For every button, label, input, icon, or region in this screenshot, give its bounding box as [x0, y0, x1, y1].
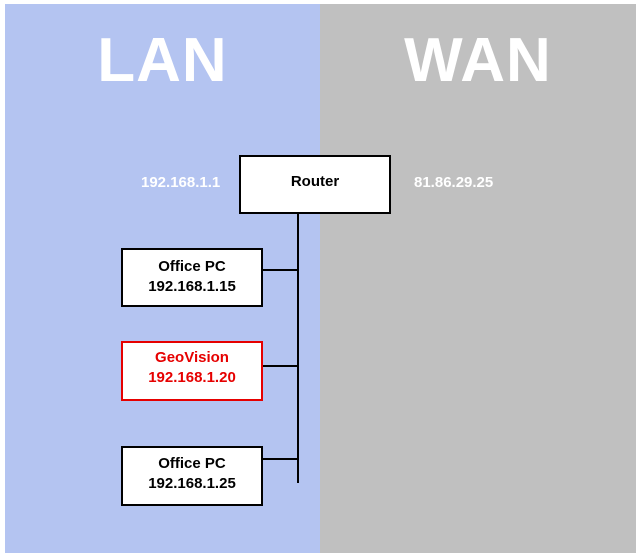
- device-ip: 192.168.1.20: [148, 369, 236, 386]
- backbone-line: [297, 212, 299, 483]
- device-name: GeoVision: [155, 349, 229, 366]
- wan-zone: WAN: [320, 4, 636, 553]
- router-wan-ip: 81.86.29.25: [414, 174, 494, 191]
- device-node-office-pc-2: Office PC 192.168.1.25: [121, 446, 263, 506]
- device-node-geovision: GeoVision 192.168.1.20: [121, 341, 263, 401]
- device-name: Office PC: [158, 258, 226, 275]
- device-ip: 192.168.1.15: [148, 278, 236, 295]
- router-lan-ip: 192.168.1.1: [141, 174, 221, 191]
- device-node-office-pc-1: Office PC 192.168.1.15: [121, 248, 263, 307]
- router-node: Router: [239, 155, 391, 214]
- device-ip: 192.168.1.25: [148, 475, 236, 492]
- link-geovision: [262, 365, 298, 367]
- wan-zone-title: WAN: [404, 26, 552, 95]
- lan-zone-title: LAN: [97, 26, 228, 95]
- router-label: Router: [290, 173, 340, 190]
- device-name: Office PC: [158, 455, 226, 472]
- link-office-pc-1: [262, 269, 298, 271]
- link-office-pc-2: [262, 458, 298, 460]
